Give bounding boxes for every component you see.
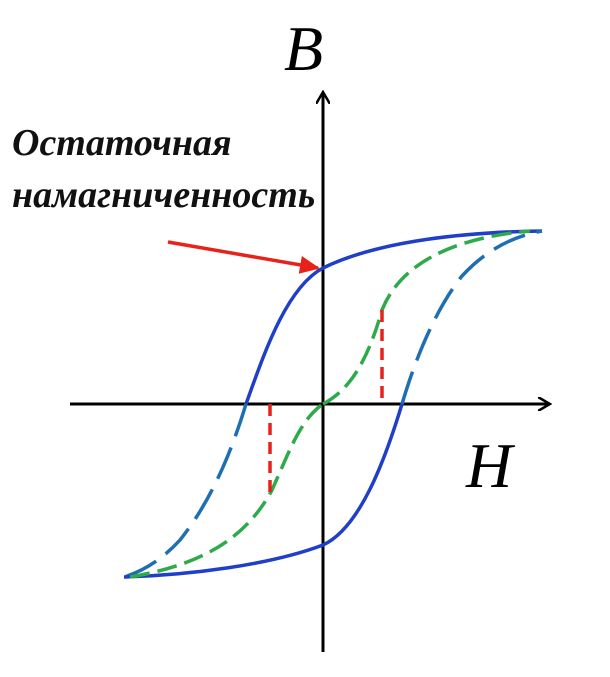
outer-loop-lower-dashed xyxy=(400,229,543,405)
outer-loop-upper-dashed xyxy=(123,403,248,579)
callout-line-1: Остаточная xyxy=(12,122,232,164)
outer-loop-lower-solid xyxy=(123,403,404,579)
h-axis-label: H xyxy=(465,430,516,501)
callout-line-2: намагниченность xyxy=(12,174,315,216)
outer-loop-upper-solid xyxy=(244,229,543,405)
inner-curve-upper xyxy=(322,229,531,406)
b-axis-label: B xyxy=(284,13,323,84)
inner-curve-lower xyxy=(129,402,325,579)
remanence-arrow xyxy=(167,240,320,274)
